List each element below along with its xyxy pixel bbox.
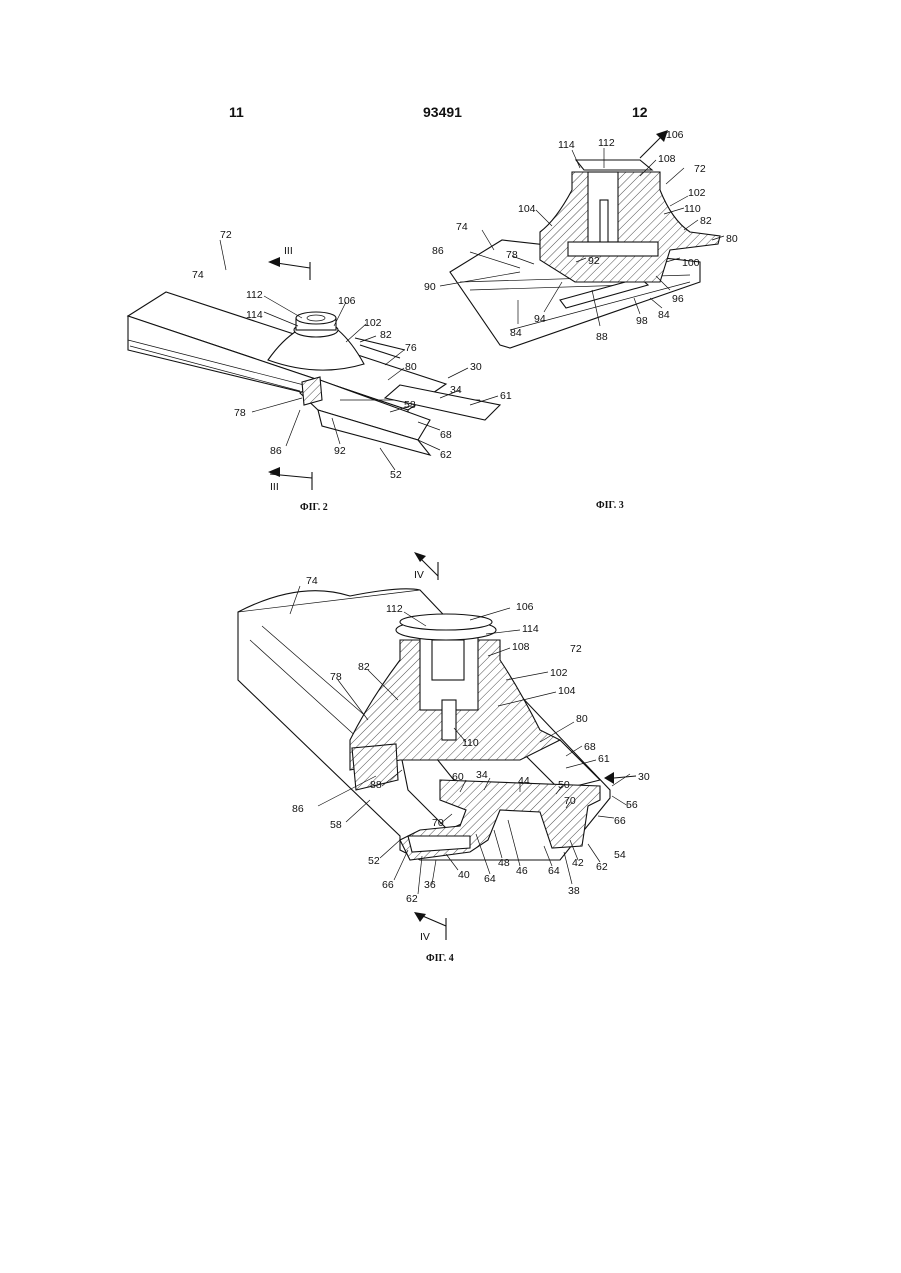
fig3-label-100: 100: [682, 257, 700, 269]
fig4-label-50: 50: [558, 779, 570, 791]
fig3-label-98: 98: [636, 315, 648, 327]
fig2-label-102: 102: [364, 317, 382, 329]
fig2-label-82: 82: [380, 329, 392, 341]
fig2-label-58: 58: [404, 399, 416, 411]
figure-2-caption: ФІГ. 2: [300, 502, 328, 513]
fig2-label-92: 92: [334, 445, 346, 457]
fig4-label-58: 58: [330, 819, 342, 831]
fig4-label-56: 56: [626, 799, 638, 811]
fig2-label-112: 112: [246, 289, 263, 301]
fig4-section-mark-bottom: IV: [420, 931, 430, 943]
fig4-label-60: 60: [452, 771, 464, 783]
fig3-label-72: 72: [694, 163, 706, 175]
fig4-label-30: 30: [638, 771, 650, 783]
fig2-label-30: 30: [470, 361, 482, 373]
figure-3-caption: ФІГ. 3: [596, 500, 624, 511]
fig4-label-38: 38: [568, 885, 580, 897]
fig4-label-62-right: 62: [596, 861, 608, 873]
fig4-label-44: 44: [518, 775, 530, 787]
fig2-label-76: 76: [405, 342, 417, 354]
fig3-label-80: 80: [726, 233, 738, 245]
fig3-label-78: 78: [506, 249, 518, 261]
fig4-label-64-left: 64: [484, 873, 496, 885]
fig4-label-52: 52: [368, 855, 380, 867]
fig2-label-72: 72: [220, 229, 232, 241]
fig4-label-78: 78: [330, 671, 342, 683]
fig2-label-62: 62: [440, 449, 452, 461]
fig2-label-114: 114: [246, 309, 263, 321]
fig4-label-110: 110: [462, 737, 479, 749]
fig4-label-106: 106: [516, 601, 534, 613]
fig4-label-72: 72: [570, 643, 582, 655]
fig4-label-66-right: 66: [614, 815, 626, 827]
fig4-label-108: 108: [512, 641, 530, 653]
fig4-label-104: 104: [558, 685, 576, 697]
fig2-section-mark-top: III: [284, 245, 293, 257]
fig4-label-40: 40: [458, 869, 470, 881]
fig4-label-70-left: 70: [432, 817, 444, 829]
fig2-label-52: 52: [390, 469, 402, 481]
fig3-label-102: 102: [688, 187, 706, 199]
fig3-label-94: 94: [534, 313, 546, 325]
fig2-label-61: 61: [500, 390, 512, 402]
fig2-label-86: 86: [270, 445, 282, 457]
fig4-label-74: 74: [306, 575, 318, 587]
fig3-label-90: 90: [424, 281, 436, 293]
figure-4-caption: ФІГ. 4: [426, 953, 454, 964]
fig4-label-61: 61: [598, 753, 610, 765]
fig2-section-mark-bottom: III: [270, 481, 279, 493]
fig4-label-36: 36: [424, 879, 436, 891]
fig2-label-106: 106: [338, 295, 356, 307]
fig4-label-48: 48: [498, 857, 510, 869]
fig4-label-102: 102: [550, 667, 568, 679]
fig3-label-86: 86: [432, 245, 444, 257]
fig4-label-64-right: 64: [548, 865, 560, 877]
fig4-label-88: 88: [370, 779, 382, 791]
fig4-label-112: 112: [386, 603, 403, 615]
fig4-label-70-right: 70: [564, 795, 576, 807]
fig4-label-34: 34: [476, 769, 488, 781]
fig3-label-92: 92: [588, 255, 600, 267]
fig2-label-34: 34: [450, 384, 462, 396]
fig3-label-114: 114: [558, 139, 575, 151]
fig4-label-86: 86: [292, 803, 304, 815]
fig3-label-112: 112: [598, 137, 615, 149]
fig2-label-68: 68: [440, 429, 452, 441]
fig3-label-104: 104: [518, 203, 536, 215]
fig4-section-mark-top: IV: [414, 569, 424, 581]
fig3-label-88: 88: [596, 331, 608, 343]
fig4-label-42: 42: [572, 857, 584, 869]
fig3-label-84-right: 84: [658, 309, 670, 321]
fig4-label-66-left: 66: [382, 879, 394, 891]
fig3-label-84-left: 84: [510, 327, 522, 339]
fig4-label-114: 114: [522, 623, 539, 635]
fig2-label-78: 78: [234, 407, 246, 419]
fig2-label-74: 74: [192, 269, 204, 281]
fig3-label-82: 82: [700, 215, 712, 227]
fig3-label-74: 74: [456, 221, 468, 233]
fig4-label-80: 80: [576, 713, 588, 725]
fig4-label-54: 54: [614, 849, 626, 861]
fig2-label-80: 80: [405, 361, 417, 373]
fig4-label-82: 82: [358, 661, 370, 673]
fig3-label-108: 108: [658, 153, 676, 165]
fig4-label-62-left: 62: [406, 893, 418, 905]
fig3-label-106: 106: [666, 129, 684, 141]
fig4-label-46: 46: [516, 865, 528, 877]
fig3-label-96: 96: [672, 293, 684, 305]
fig3-label-110: 110: [684, 203, 701, 215]
fig4-label-68: 68: [584, 741, 596, 753]
